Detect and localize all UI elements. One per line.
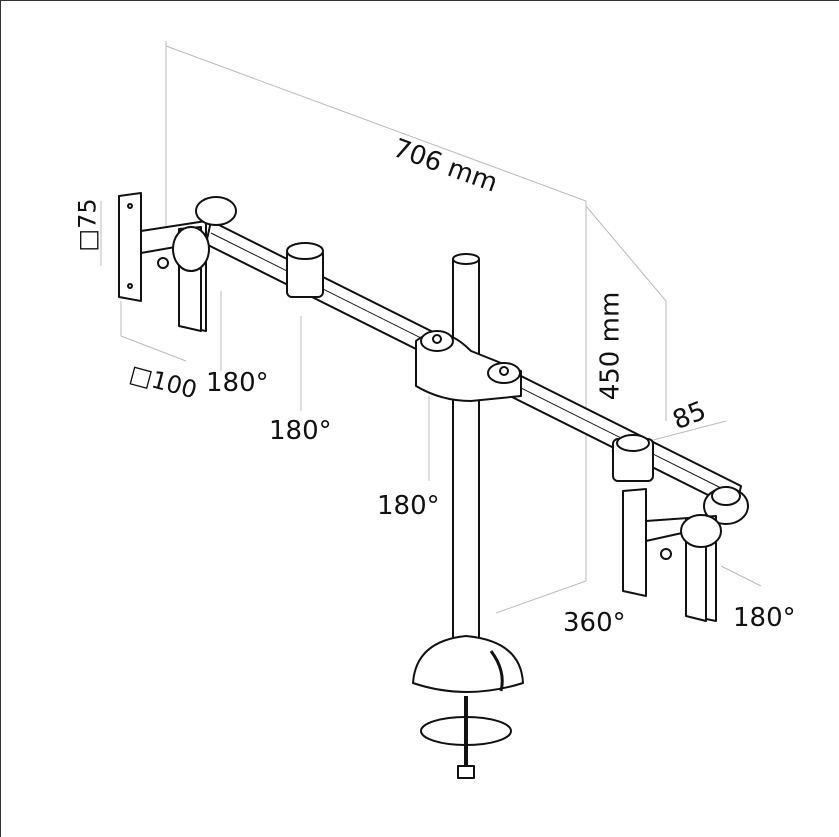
right-vesa-plate bbox=[622, 488, 722, 622]
left-arm-joint-label: 180° bbox=[269, 416, 332, 446]
pole bbox=[415, 253, 522, 645]
height-dimension-label: 450 mm bbox=[595, 291, 626, 401]
right-swivel-label: 360° bbox=[563, 608, 626, 638]
vesa-75-label: □75 bbox=[73, 198, 102, 252]
left-tilt-label: 180° bbox=[206, 368, 269, 398]
left-vesa-plate bbox=[118, 192, 237, 332]
arm-clamps bbox=[286, 242, 749, 525]
desk-clamp-base bbox=[412, 635, 524, 779]
pole-joint-label: 180° bbox=[377, 491, 440, 521]
right-tilt-label: 180° bbox=[733, 603, 796, 633]
